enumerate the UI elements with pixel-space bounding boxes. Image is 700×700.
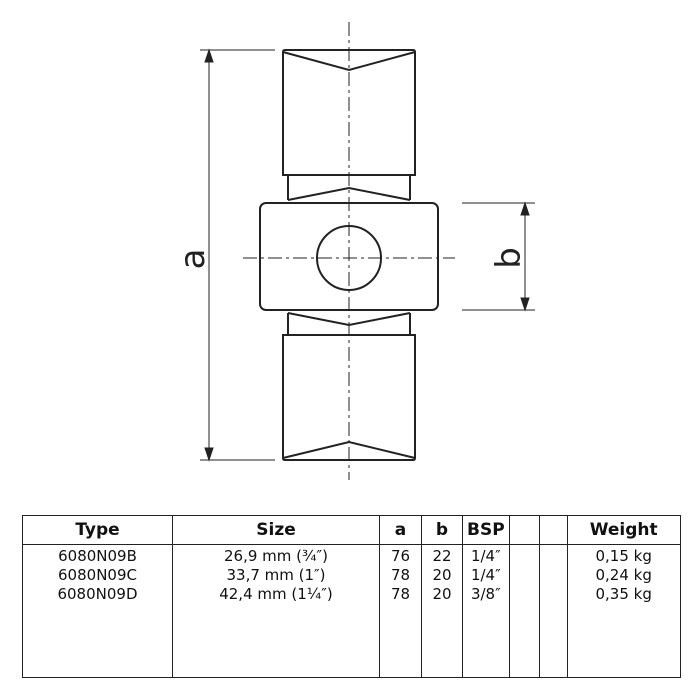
bottom-tube: [282, 334, 416, 461]
cell-a: 78: [379, 566, 422, 585]
cell-b: 20: [421, 585, 463, 604]
header-weight: Weight: [566, 515, 681, 545]
cell-weight: 0,15 kg: [566, 544, 681, 566]
cell-bsp: 3/8″: [462, 585, 510, 604]
top-tube: [282, 49, 416, 176]
cell-a: 76: [379, 544, 422, 566]
cell-bsp: 1/4″: [462, 544, 510, 566]
cell-empty-1: [508, 585, 540, 604]
cell-size: 33,7 mm (1″): [172, 566, 380, 585]
cell-weight: 0,35 kg: [566, 585, 681, 604]
cell-empty-2: [538, 566, 568, 585]
cell-a: 78: [379, 585, 422, 604]
cell-type: 6080N09D: [22, 585, 173, 604]
header-bsp: BSP: [462, 515, 510, 545]
technical-drawing: a b: [173, 22, 535, 480]
table-filler-row: [22, 604, 681, 678]
cell-weight: 0,24 kg: [566, 566, 681, 585]
cell-empty-2: [538, 544, 568, 566]
cell-type: 6080N09C: [22, 566, 173, 585]
cell-size: 42,4 mm (1¼″): [172, 585, 380, 604]
cell-type: 6080N09B: [22, 544, 173, 566]
top-neck-chevron: [287, 186, 411, 201]
table-header-row: Type Size a b BSP Weight: [22, 515, 681, 545]
dimension-a-label: a: [173, 249, 213, 270]
dimension-a: [200, 48, 275, 462]
specification-table: Type Size a b BSP Weight 6080N09B 26,9 m…: [22, 515, 681, 678]
cell-b: 22: [421, 544, 463, 566]
cell-b: 20: [421, 566, 463, 585]
cell-bsp: 1/4″: [462, 566, 510, 585]
dimension-b: [462, 201, 535, 312]
cell-empty-2: [538, 585, 568, 604]
dimension-b-label: b: [489, 247, 529, 269]
header-b: b: [421, 515, 463, 545]
header-type: Type: [22, 515, 173, 545]
header-empty-1: [508, 515, 540, 545]
top-tube-chevron: [282, 51, 416, 72]
header-a: a: [379, 515, 422, 545]
cell-empty-1: [508, 566, 540, 585]
table-row: 6080N09D 42,4 mm (1¼″) 78 20 3/8″ 0,35 k…: [22, 585, 681, 604]
header-size: Size: [172, 515, 380, 545]
header-empty-2: [538, 515, 568, 545]
cell-size: 26,9 mm (¾″): [172, 544, 380, 566]
cell-empty-1: [508, 544, 540, 566]
table-row: 6080N09B 26,9 mm (¾″) 76 22 1/4″ 0,15 kg: [22, 544, 681, 566]
table-row: 6080N09C 33,7 mm (1″) 78 20 1/4″ 0,24 kg: [22, 566, 681, 585]
